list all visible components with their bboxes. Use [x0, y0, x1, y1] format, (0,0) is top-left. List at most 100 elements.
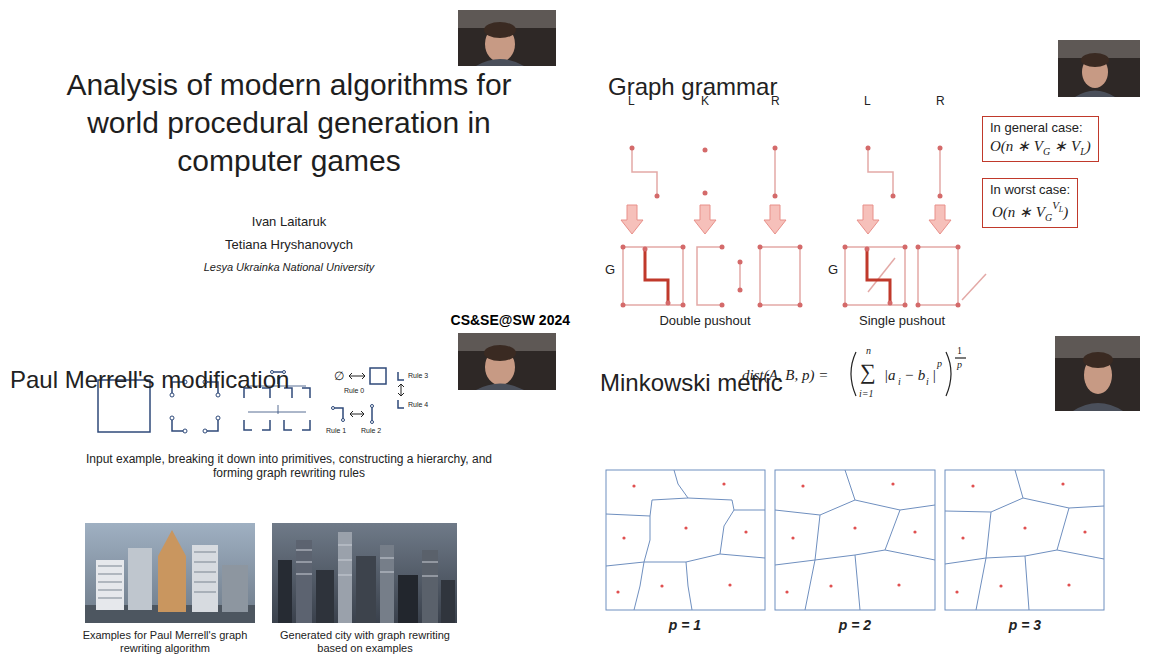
primitive-shape-part [248, 412, 306, 413]
building-render-part [128, 548, 152, 610]
graph-drawing-part [697, 247, 722, 305]
graph-vertex-part [888, 301, 893, 306]
graph-highlight-part [867, 249, 890, 303]
graph-drawing-part [868, 148, 893, 196]
city-render-part [380, 545, 394, 623]
primitive-joint-part [170, 393, 174, 397]
down-arrow-part [621, 205, 643, 234]
webcam-thumbnail-part [1055, 336, 1140, 411]
voronoi-diagram-part-part [999, 584, 1002, 587]
voronoi-diagram-part-part [1067, 583, 1070, 586]
graph-vertex-part [773, 194, 778, 199]
voronoi-diagram [775, 470, 935, 610]
voronoi-diagram-part-part [801, 484, 804, 487]
voronoi-diagram-part-part [897, 583, 900, 586]
voronoi-diagram-part-part [961, 536, 964, 539]
voronoi-diagram-part-part [829, 584, 832, 587]
webcam-thumbnail-part [476, 59, 524, 66]
graph-drawing [623, 148, 986, 305]
primitive-joint-part [342, 419, 345, 422]
building-render-part [98, 552, 216, 598]
primitive-shape-part [205, 418, 218, 431]
parameter-label: p = 3 [985, 617, 1065, 634]
graph-drawing-part [845, 247, 905, 305]
graph-vertex-part [703, 191, 708, 196]
graph-vertex-part [866, 146, 871, 151]
content-slide: Graph grammarIn general case:O(n ∗ VG∗ V… [578, 0, 1156, 331]
formula-part: | [932, 366, 936, 384]
voronoi-diagram-part [955, 482, 1086, 593]
primitive-joint-part [203, 429, 207, 433]
voronoi-diagram-part [616, 482, 747, 593]
box-heading: In worst case: [990, 182, 1070, 197]
rule-arrow-part [398, 384, 404, 396]
webcam-thumbnail-part [476, 384, 524, 391]
primitive-shape-part [302, 420, 310, 430]
graph-drawing-part [774, 148, 776, 196]
primitive-shape-part [244, 420, 252, 430]
rule-label: Rule 4 [408, 401, 428, 409]
graph-vertex-part [720, 245, 725, 250]
graph-vertex-part [681, 245, 686, 250]
voronoi-diagram-part [775, 470, 935, 610]
building-render [85, 523, 255, 623]
webcam-thumbnail [458, 333, 556, 390]
graph-vertex-part [720, 303, 725, 308]
formula-limit: n [866, 345, 871, 357]
formula-subscript: i [898, 376, 901, 388]
affiliation: Lesya Ukrainka National University [114, 261, 464, 273]
voronoi-diagram-part [606, 470, 765, 610]
complexity-box: In general case:O(n ∗ VG∗ VL) [982, 116, 1099, 162]
graph-vertex-part [843, 303, 848, 308]
city-render-part [278, 560, 292, 623]
voronoi-diagram-part-part [791, 536, 794, 539]
complexity-formula: O(n ∗ VGVL) [990, 199, 1070, 223]
graph-vertex-part [621, 245, 626, 250]
formula-subscript: G [1045, 212, 1052, 223]
formula-exponent: 1 [957, 345, 962, 357]
voronoi-diagram-part-part [616, 590, 619, 593]
voronoi-diagram-part-part [622, 536, 625, 539]
voronoi-diagram-part-part [785, 590, 788, 593]
graph-vertex-part [843, 245, 848, 250]
graph-highlight-part [645, 249, 668, 303]
voronoi-diagram-part-part [913, 530, 916, 533]
graph-vertex-part [938, 194, 943, 199]
voronoi-diagram-part [775, 470, 935, 610]
formula-part: ∗ V [1054, 138, 1080, 154]
rule-arrow-part [349, 373, 365, 379]
webcam-thumbnail-part [458, 333, 556, 390]
graph-vertex-part [865, 247, 870, 252]
graph-drawing-part [939, 148, 941, 196]
voronoi-diagram-part [785, 482, 916, 593]
formula-part: O(n ∗ V [992, 204, 1045, 220]
city-render-part [296, 545, 438, 576]
slide-heading: Graph grammar [608, 73, 777, 101]
primitive-joint-part [216, 416, 220, 420]
primitive-shape-part [172, 418, 185, 431]
voronoi-diagram-part-part [728, 583, 731, 586]
voronoi-diagram-part-part [744, 530, 747, 533]
voronoi-diagram-part-part [1061, 482, 1064, 485]
webcam-thumbnail-part [1083, 352, 1113, 368]
formula-part: O(n ∗ V [990, 138, 1043, 154]
conference-tag: CS&SE@SW 2024 [380, 312, 570, 328]
graph-drawing-part [632, 148, 657, 196]
graph-vertex [621, 146, 961, 308]
slide-heading: Paul Merrell's modification [10, 366, 289, 394]
rule-arrow [349, 373, 404, 417]
slide-heading: Minkowski metric [600, 369, 783, 397]
voronoi-diagram-part-part [632, 484, 635, 487]
primitive-joint-part [170, 416, 174, 420]
graph-drawing-part [623, 247, 683, 305]
voronoi-diagram-part [606, 470, 765, 610]
primitive-shape-part [333, 408, 343, 420]
rule-label: Rule 3 [408, 372, 428, 380]
formula-subscript: G [1043, 146, 1050, 157]
graph-vertex-part [758, 303, 763, 308]
primitive-shape-part [262, 420, 270, 430]
voronoi-diagram [606, 470, 765, 610]
formula-subscript: i [926, 376, 929, 388]
voronoi-diagram-part-part [891, 482, 894, 485]
formula-exponent: VL [1052, 199, 1063, 214]
